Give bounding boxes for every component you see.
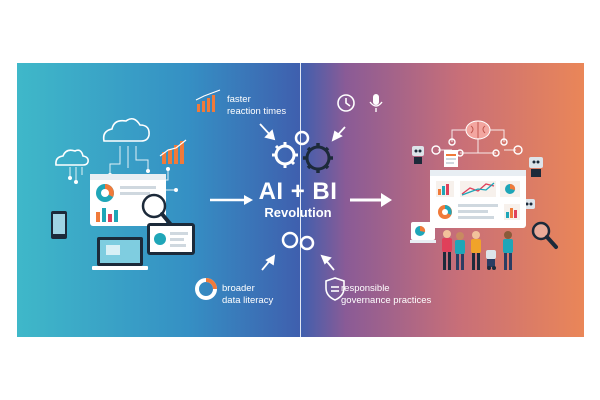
arrow-icon <box>350 193 392 207</box>
clock-icon <box>337 94 355 112</box>
laptop-icon <box>92 237 148 270</box>
bar-chart-icon <box>159 139 187 164</box>
donut-chart-icon <box>195 278 217 300</box>
callout-line-1: broader <box>222 283 255 294</box>
document-icon <box>444 150 458 167</box>
magnifier-icon <box>141 193 174 228</box>
callout-governance: responsible governance practices <box>341 283 431 307</box>
callout-line-1: responsible <box>341 283 390 294</box>
gear-icon <box>294 130 310 146</box>
robot-icon <box>412 146 424 164</box>
tablet-icon <box>147 223 195 255</box>
callout-line-1: faster <box>227 94 251 105</box>
magnifier-icon <box>531 221 558 249</box>
growth-chart-icon <box>195 89 221 112</box>
gear-teeth <box>272 142 298 168</box>
arrow-icon <box>210 195 253 205</box>
callout-faster-reaction: faster reaction times <box>227 94 286 118</box>
title-line-1: AI + BI <box>258 178 338 205</box>
callout-line-2: data literacy <box>222 295 274 306</box>
brain-icon <box>465 120 491 140</box>
dashboard-icon <box>430 170 526 228</box>
cloud-icon <box>55 149 89 166</box>
phone-icon <box>51 211 67 239</box>
monitor-icon <box>410 222 436 243</box>
callout-line-2: reaction times <box>227 106 287 117</box>
title-line-2: Revolution <box>264 205 332 220</box>
microphone-icon <box>369 94 383 112</box>
center-divider <box>300 63 301 337</box>
people-icon <box>442 230 513 270</box>
callout-data-literacy: broader data literacy <box>222 283 273 307</box>
gear-icon <box>281 231 315 251</box>
cloud-icon <box>102 117 150 142</box>
shield-icon <box>325 277 345 301</box>
robot-icon <box>529 157 543 177</box>
callout-line-2: governance practices <box>341 295 432 306</box>
hero-title: AI + BI Revolution <box>258 178 338 220</box>
